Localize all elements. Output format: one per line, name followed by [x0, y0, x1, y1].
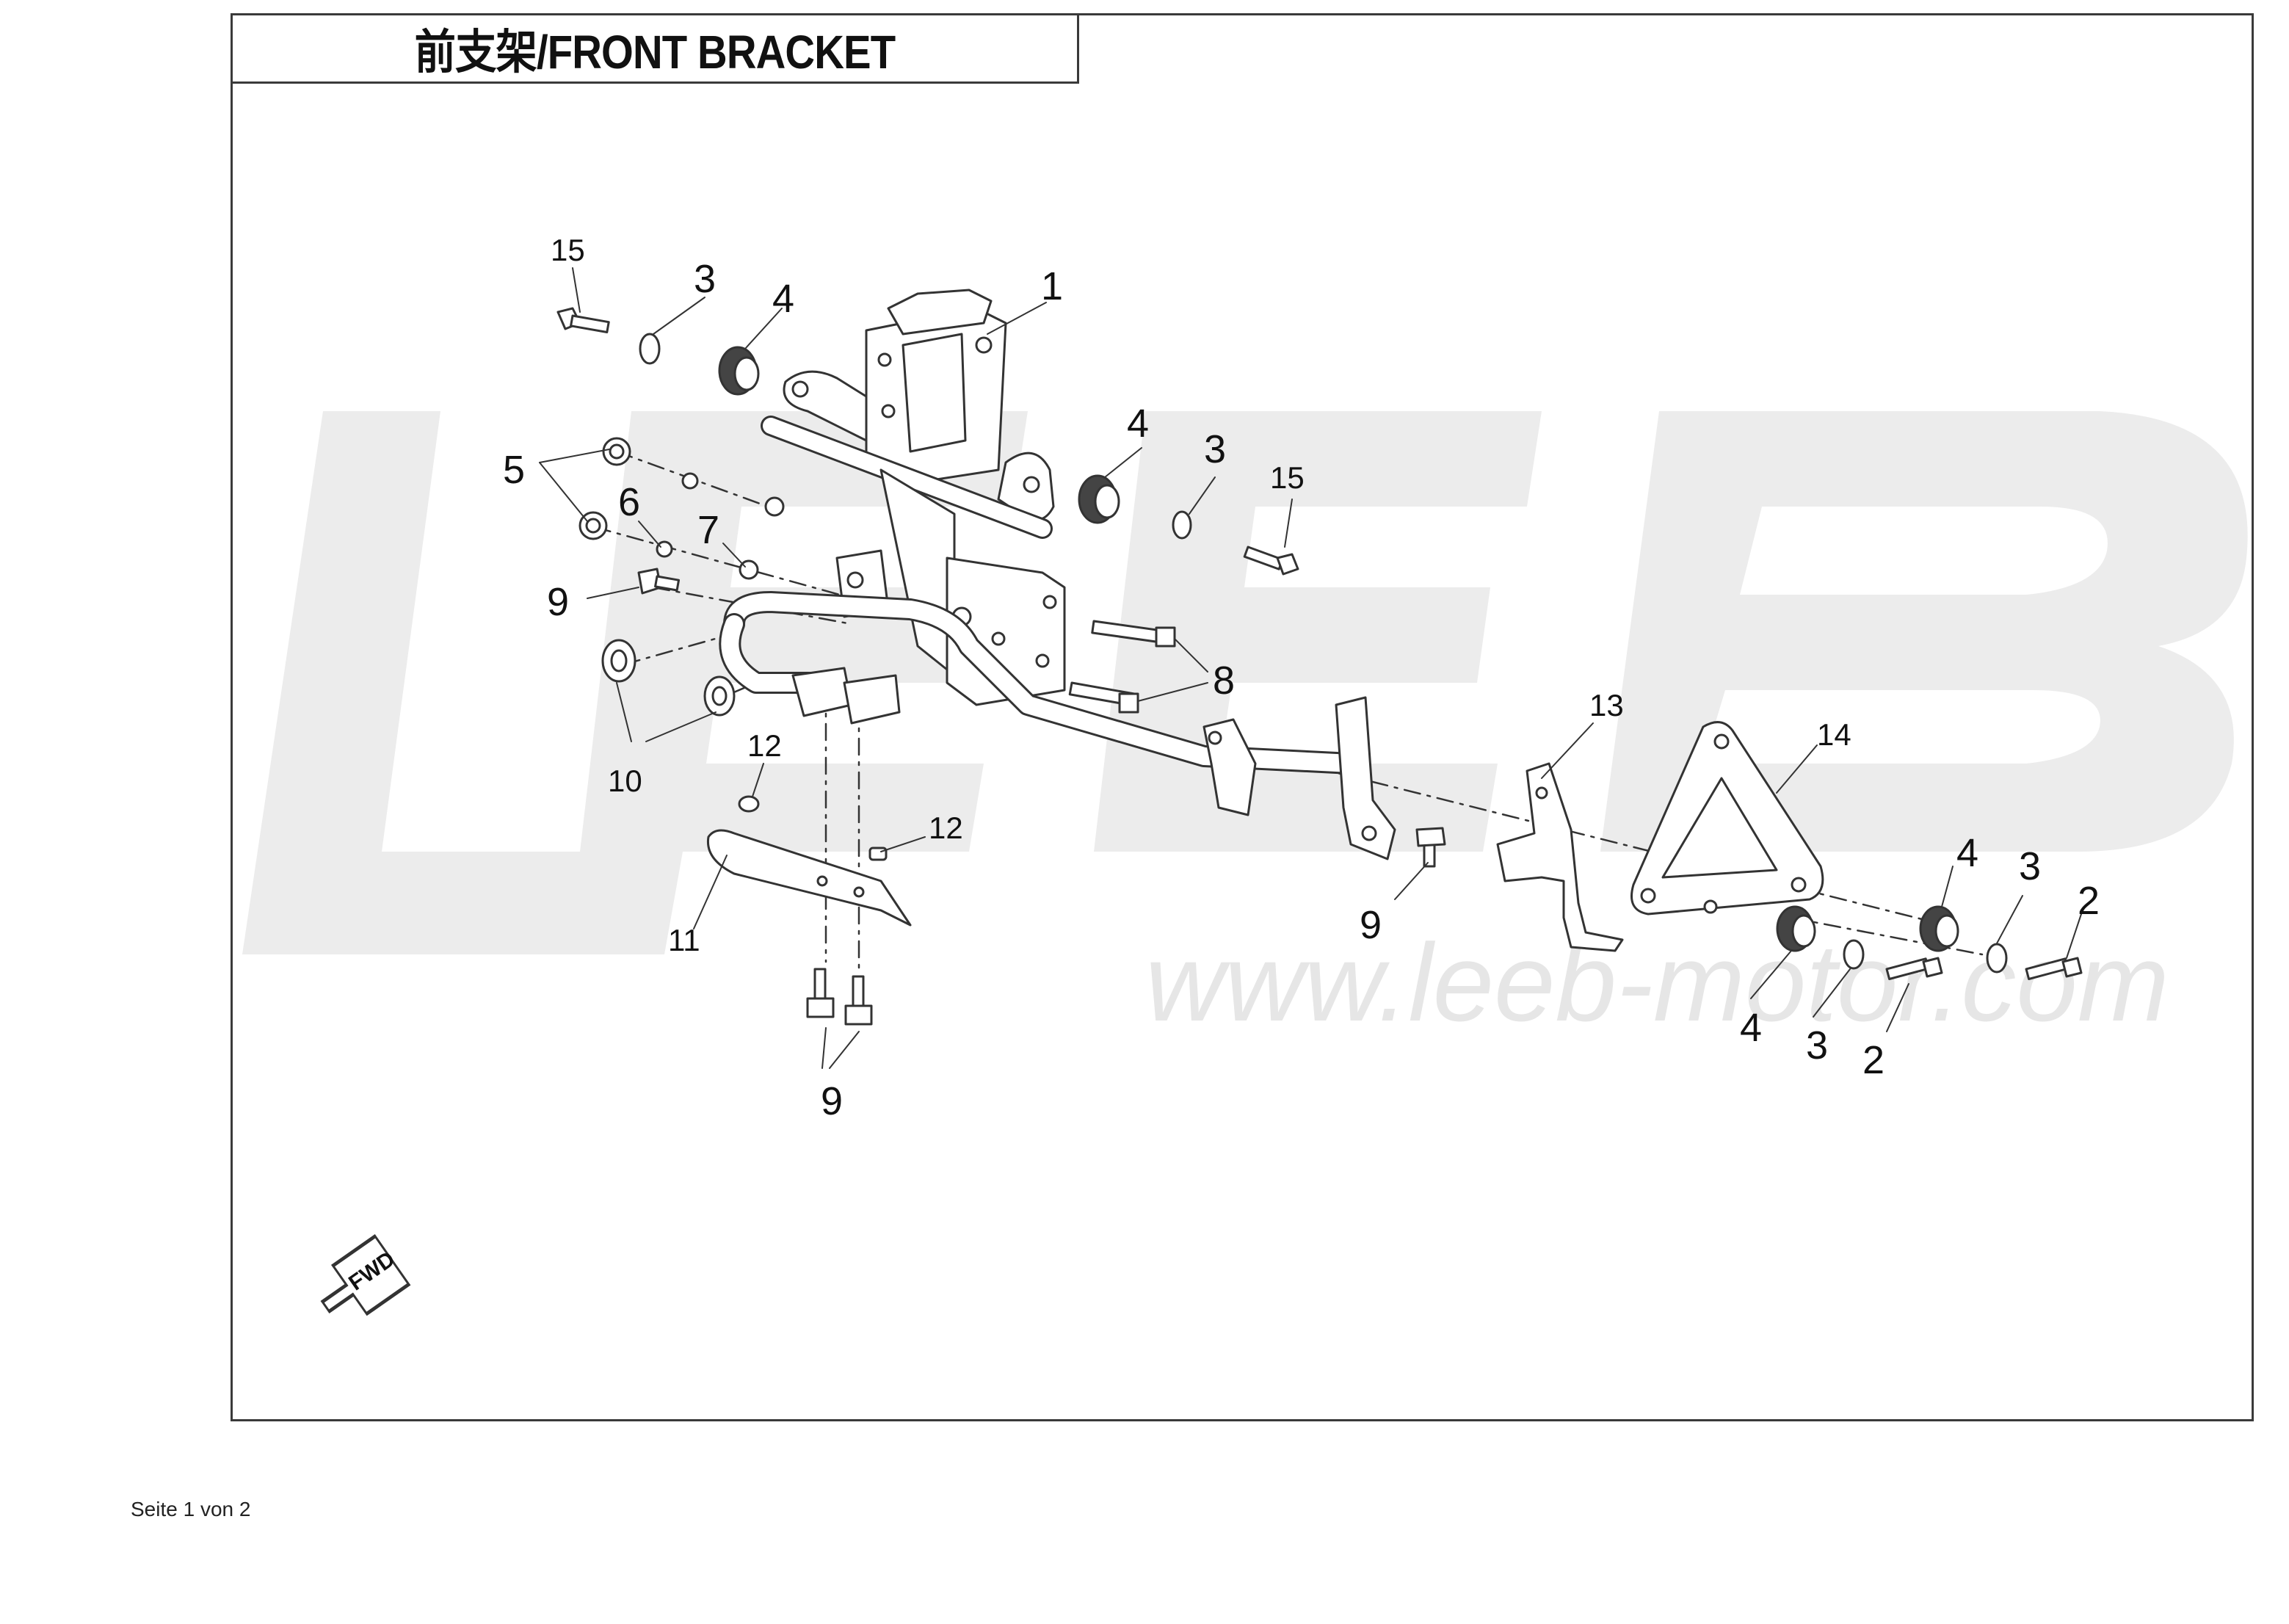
callout-5: 5	[503, 448, 525, 492]
part-8-long-bolt	[1068, 681, 1139, 714]
main-front-frame	[719, 416, 1396, 860]
part-9-bolt	[806, 968, 835, 1018]
part-5-nut	[578, 511, 608, 540]
part-12-clip	[738, 795, 760, 813]
callout-7: 7	[697, 508, 719, 552]
callout-2: 2	[1862, 1038, 1884, 1082]
callout-3: 3	[694, 257, 716, 301]
part-11-skid-bracket	[706, 829, 912, 927]
page-title: 前支架/FRONT BRACKET	[414, 26, 896, 79]
part-9-bolt	[1415, 827, 1446, 868]
part-3-washer	[1986, 943, 2008, 974]
callout-8: 8	[1213, 659, 1235, 703]
title-box: 前支架/FRONT BRACKET	[231, 13, 1079, 84]
part-4-bushing	[1919, 905, 1959, 952]
callout-4: 4	[1956, 831, 1978, 875]
part-15-bolt-right	[1243, 545, 1299, 576]
callout-3: 3	[1204, 427, 1226, 471]
callout-12: 12	[747, 728, 782, 763]
part-3-washer	[639, 333, 661, 365]
callout-14: 14	[1817, 717, 1851, 752]
part-3-washer	[1172, 510, 1192, 540]
drawing-frame	[231, 13, 2254, 1421]
callout-2: 2	[2078, 879, 2100, 923]
part-3-washer	[1843, 939, 1865, 970]
callout-3: 3	[1806, 1023, 1828, 1067]
page-footer: Seite 1 von 2	[131, 1498, 251, 1520]
leader-lines	[539, 267, 2082, 1069]
part-10-grommet	[601, 639, 636, 683]
callout-15: 15	[551, 233, 585, 267]
callout-10: 10	[608, 764, 642, 798]
part-7-washer	[764, 496, 785, 517]
part-4-bushing	[718, 346, 760, 396]
part-6-lock-washer	[681, 472, 699, 490]
callout-1: 1	[1041, 264, 1063, 308]
part-9-bolt	[637, 568, 681, 595]
part-1-upper-bracket	[783, 289, 1055, 521]
part-4-bushing	[1776, 905, 1816, 952]
part-13-side-bracket	[1496, 762, 1624, 952]
part-8-long-bolt	[1091, 620, 1176, 648]
callout-4: 4	[1127, 402, 1149, 446]
part-6-lock-washer	[656, 540, 673, 558]
part-10-grommet	[703, 675, 736, 717]
part-14-triangle-plate	[1630, 721, 1824, 916]
part-15-bolt-left	[556, 307, 610, 333]
callout-15: 15	[1270, 460, 1305, 495]
callout-6: 6	[618, 480, 640, 524]
callout-12: 12	[929, 811, 963, 845]
part-4-bushing	[1078, 474, 1120, 524]
callout-3: 3	[2019, 844, 2041, 888]
callout-4: 4	[772, 277, 794, 321]
callout-4: 4	[1740, 1006, 1762, 1050]
callout-9: 9	[1360, 903, 1382, 947]
callout-9: 9	[547, 580, 569, 624]
callout-9: 9	[821, 1079, 843, 1123]
part-2-bolt	[1885, 957, 1943, 981]
callout-labels: 1 15 3 4 4 3 15 5 6 7 9 8 10 12 12 11 9 …	[503, 233, 2100, 1123]
forward-arrow-icon: FWD	[320, 1233, 411, 1316]
part-2-bolt	[2025, 957, 2083, 981]
callout-13: 13	[1589, 688, 1624, 722]
callout-11: 11	[668, 923, 700, 957]
part-5-nut	[602, 437, 631, 466]
part-9-bolt	[844, 975, 873, 1026]
